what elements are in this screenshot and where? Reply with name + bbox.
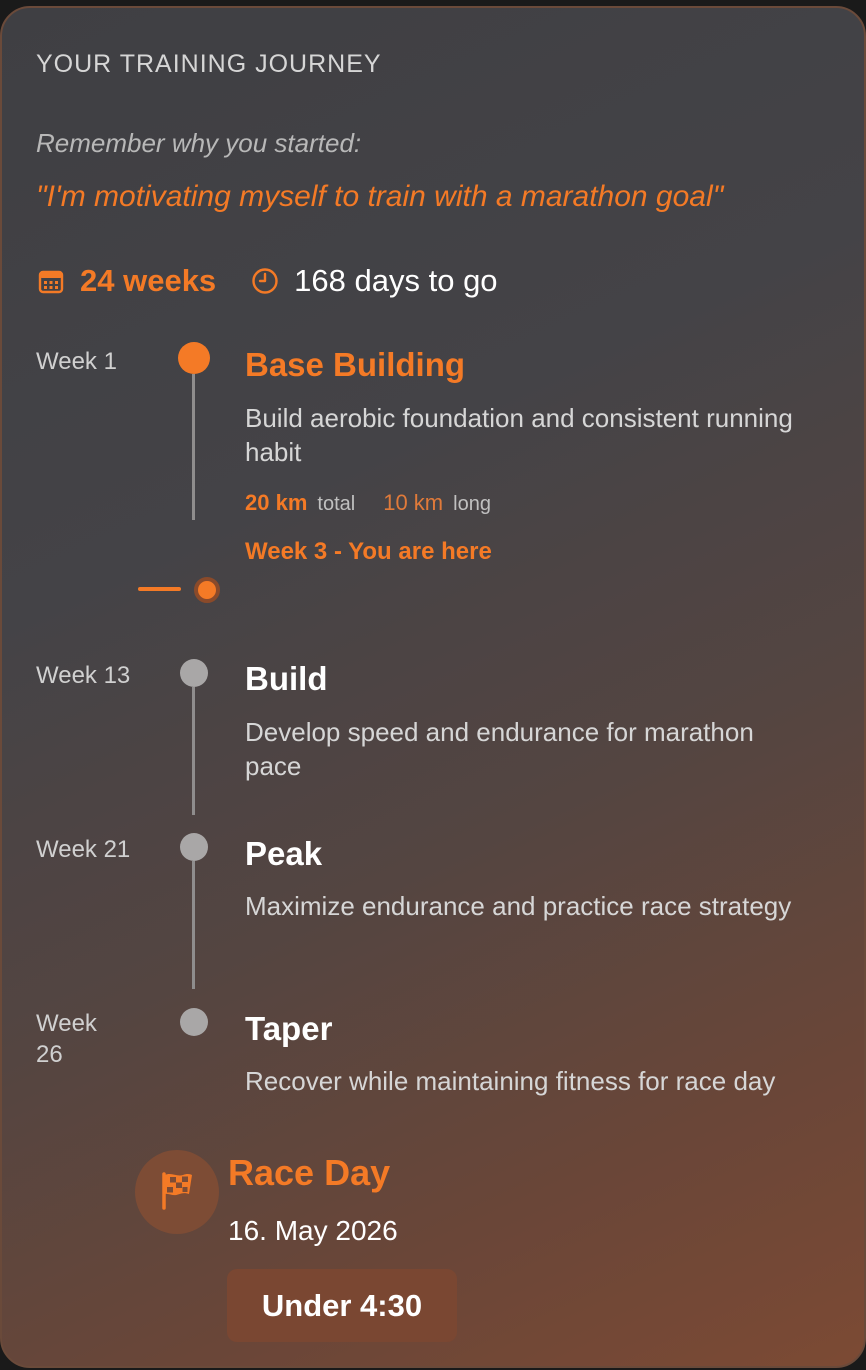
timeline-connector [192, 861, 195, 989]
long-label: long [453, 493, 491, 515]
phase-title: Taper [245, 1010, 333, 1047]
calendar-icon [36, 266, 66, 296]
motivation-quote: "I'm motivating myself to train with a m… [36, 180, 724, 213]
phase-description: Build aerobic foundation and consistent … [245, 403, 793, 467]
race-badge [135, 1150, 219, 1234]
plan-stats: 24 weeks 168 days to go [36, 263, 498, 299]
phase-title: Peak [245, 835, 323, 872]
race-date: 16. May 2026 [228, 1215, 398, 1246]
section-title: YOUR TRAINING JOURNEY [36, 50, 382, 78]
weeks-value: 24 weeks [80, 263, 217, 298]
timeline-connector [192, 687, 195, 815]
phase-week-label: Week 13 [36, 662, 131, 689]
total-label: total [317, 493, 356, 515]
goal-time-badge: Under 4:30 [227, 1269, 457, 1342]
phase-description: Develop speed and endurance for marathon… [245, 717, 754, 781]
phase-dot [180, 659, 208, 687]
race-day-title: Race Day [228, 1152, 391, 1193]
weeks-stat: 24 weeks [36, 263, 216, 299]
phase-week-label: Week 21 [36, 836, 131, 863]
phase-dot [180, 833, 208, 861]
clock-icon [250, 266, 280, 296]
days-remaining: 168 days to go [294, 263, 498, 298]
phase-dot-active [178, 342, 210, 374]
checkered-flag-icon [155, 1168, 199, 1217]
phase-description: Recover while maintaining fitness for ra… [245, 1066, 776, 1096]
current-week-marker-dot [194, 577, 220, 603]
days-stat: 168 days to go [250, 263, 498, 299]
timeline-connector [192, 374, 195, 520]
phase-week-label: Week 1 [36, 348, 117, 375]
phase-description: Maximize endurance and practice race str… [245, 891, 792, 921]
phase-title: Base Building [245, 346, 466, 383]
phase-title: Build [245, 660, 328, 697]
phase-metrics: 20 km total 10 km long [245, 490, 491, 516]
phase-dot [180, 1008, 208, 1036]
current-week-marker-line [138, 587, 181, 591]
phase-week-label: Week 26 [36, 1010, 97, 1068]
total-distance: 20 km [245, 490, 308, 515]
long-run-distance: 10 km [383, 490, 444, 515]
training-journey-card: YOUR TRAINING JOURNEY Remember why you s… [0, 6, 866, 1368]
remember-label: Remember why you started: [36, 128, 362, 158]
current-week-marker-label: Week 3 - You are here [245, 538, 492, 565]
